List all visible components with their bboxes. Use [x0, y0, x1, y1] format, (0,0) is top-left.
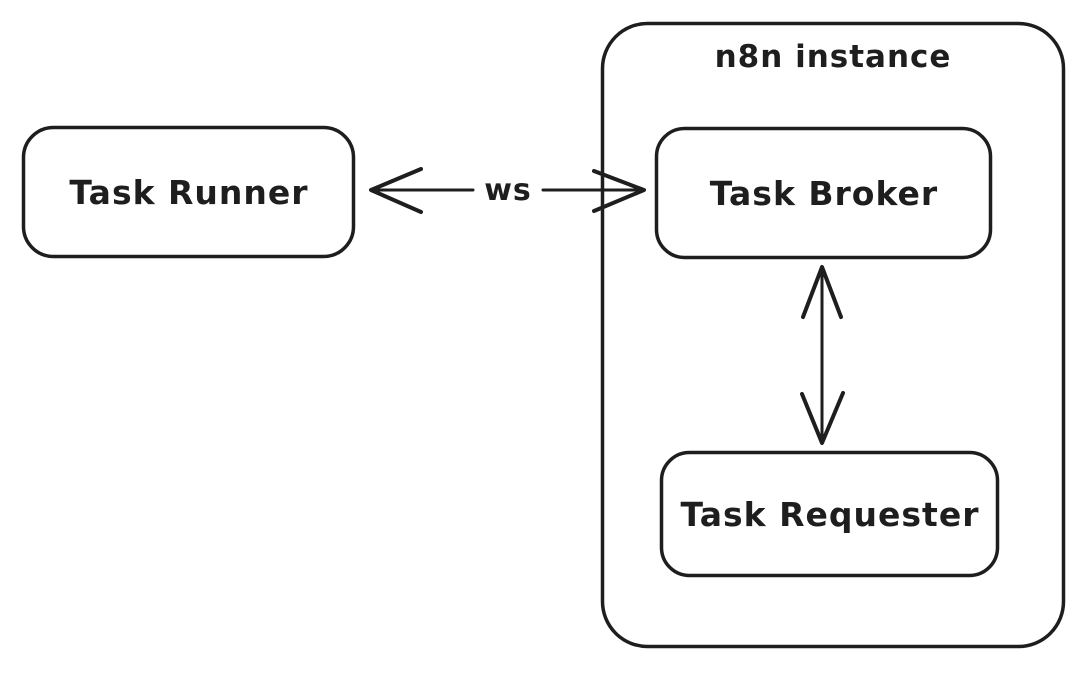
n8n-instance-title: n8n instance: [714, 39, 952, 75]
task-broker-label: Task Broker: [709, 173, 939, 213]
arrowhead-up-icon: [801, 265, 843, 319]
task-runner-label: Task Runner: [69, 172, 309, 212]
ws-edge-label: ws: [484, 172, 532, 208]
n8n-instance-container: [600, 21, 1066, 649]
arrowhead-left-icon: [369, 167, 423, 214]
arrowhead-down-icon: [800, 391, 845, 445]
broker-requester-arrow: [800, 265, 845, 445]
task-runner-node: [21, 125, 356, 259]
task-broker-node: [654, 126, 993, 260]
ws-arrow: [369, 167, 646, 214]
task-requester-node: [659, 450, 1000, 578]
arrowhead-right-icon: [592, 169, 646, 213]
task-requester-label: Task Requester: [680, 494, 980, 534]
